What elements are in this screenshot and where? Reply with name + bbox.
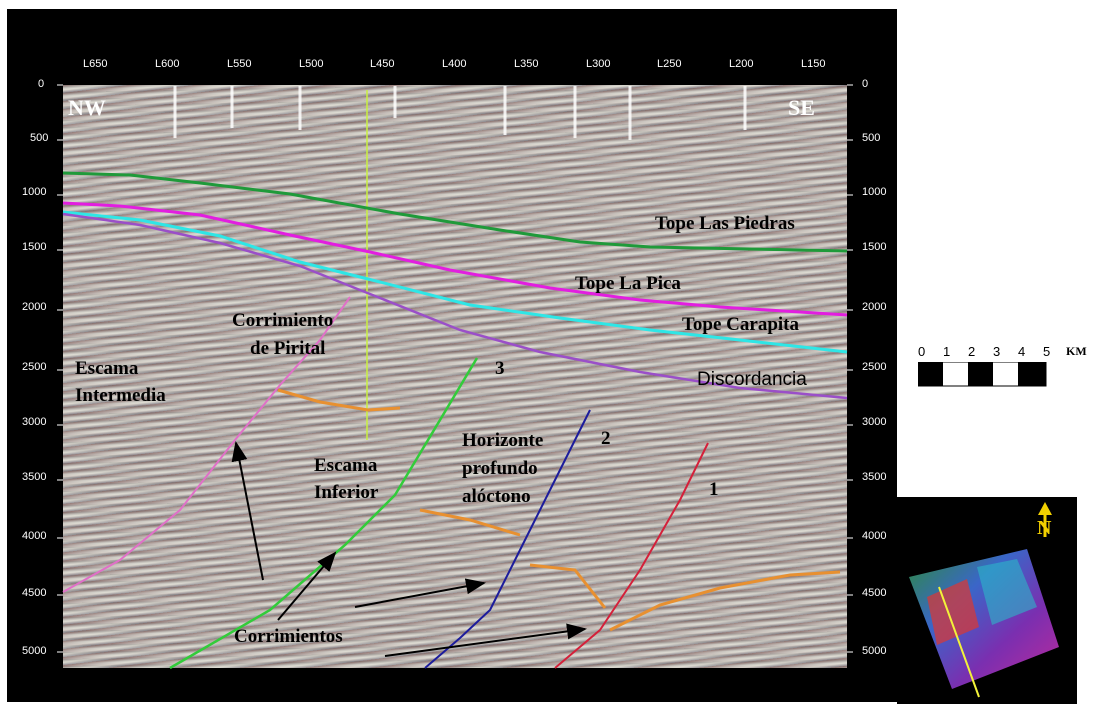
top-tick-label: L250 [657,58,682,70]
label-escama-intermedia-2: Intermedia [75,385,166,406]
top-tick-label: L550 [227,58,252,70]
depth-tick-label: 3500 [862,471,887,483]
label-tope-las-piedras: Tope Las Piedras [655,213,795,234]
scale-tick-label: 0 [918,344,926,359]
label-tope-carapita: Tope Carapita [682,314,800,335]
label-fault-1: 1 [709,479,719,500]
depth-tick-label: 4000 [862,530,887,542]
horizon-discordancia [62,212,848,400]
horizon-tope-las-piedras [62,171,848,253]
fault-pirital [62,296,351,593]
depth-tick-label: 1000 [22,186,47,198]
scale-tick-label: 2 [968,344,976,359]
fault-3 [169,357,479,670]
label-corrimientos: Corrimientos [234,626,343,647]
depth-tick-label: 4500 [862,587,887,599]
depth-tick-label: 0 [38,78,45,90]
depth-tick-label: 3000 [22,416,47,428]
tick-marks [57,84,853,653]
label-horizonte-1: Horizonte [462,430,544,451]
depth-tick-label: 1500 [862,241,887,253]
scale-tick-label: 4 [1018,344,1026,359]
depth-tick-label: 0 [862,78,869,90]
label-fault-3: 3 [495,358,505,379]
orange-horizon-segment [529,563,607,609]
orange-horizon-segment [419,508,521,537]
top-tick-label: L650 [83,58,108,70]
depth-tick-label: 3500 [22,471,47,483]
label-corrimiento-pirital-2: de Pirital [250,338,326,359]
label-corrimiento-pirital-1: Corrimiento [232,310,334,331]
near-surface-white-streaks [173,86,747,140]
top-tick-label: L150 [801,58,826,70]
direction-label-nw: NW [68,95,106,120]
depth-tick-label: 2500 [22,361,47,373]
label-horizonte-3: alóctono [462,486,531,507]
label-escama-intermedia-1: Escama [75,358,139,379]
label-discordancia: Discordancia [697,369,807,390]
depth-tick-label: 3000 [862,416,887,428]
depth-tick-label: 500 [30,132,49,144]
depth-tick-label: 5000 [862,645,887,657]
depth-tick-label: 2000 [862,301,887,313]
inset-location-map: N [897,497,1077,704]
label-horizonte-2: profundo [462,458,538,479]
label-fault-2: 2 [601,428,611,449]
orange-horizon-segment [277,388,401,412]
top-tick-label: L500 [299,58,324,70]
north-arrow-label: N [1037,517,1052,539]
orange-horizon-segment [609,570,841,632]
depth-tick-label: 2500 [862,361,887,373]
label-escama-inferior-2: Inferior [314,482,379,503]
top-tick-label: L300 [586,58,611,70]
scale-bar-segments [918,362,1047,387]
fault-2 [424,409,591,669]
depth-tick-label: 4000 [22,530,47,542]
top-tick-label: L350 [514,58,539,70]
scale-tick-label: 5 [1043,344,1051,359]
depth-tick-label: 1000 [862,186,887,198]
label-escama-inferior-1: Escama [314,455,378,476]
scale-unit: KM [1066,344,1087,358]
scale-tick-label: 1 [943,344,951,359]
depth-tick-label: 1500 [22,241,47,253]
label-tope-la-pica: Tope La Pica [575,273,681,294]
depth-tick-label: 2000 [22,301,47,313]
depth-tick-label: 5000 [22,645,47,657]
inset-map-graphic [909,502,1059,698]
depth-tick-label: 4500 [22,587,47,599]
depth-tick-label: 500 [862,132,881,144]
top-tick-label: L450 [370,58,395,70]
scale-tick-label: 3 [993,344,1001,359]
arrows [231,441,587,657]
top-tick-label: L600 [155,58,180,70]
horizon-tope-carapita [62,210,848,354]
fault-1 [554,442,709,669]
top-tick-label: L200 [729,58,754,70]
top-tick-label: L400 [442,58,467,70]
horizon-tope-la-pica [62,201,848,317]
direction-label-se: SE [788,95,815,120]
